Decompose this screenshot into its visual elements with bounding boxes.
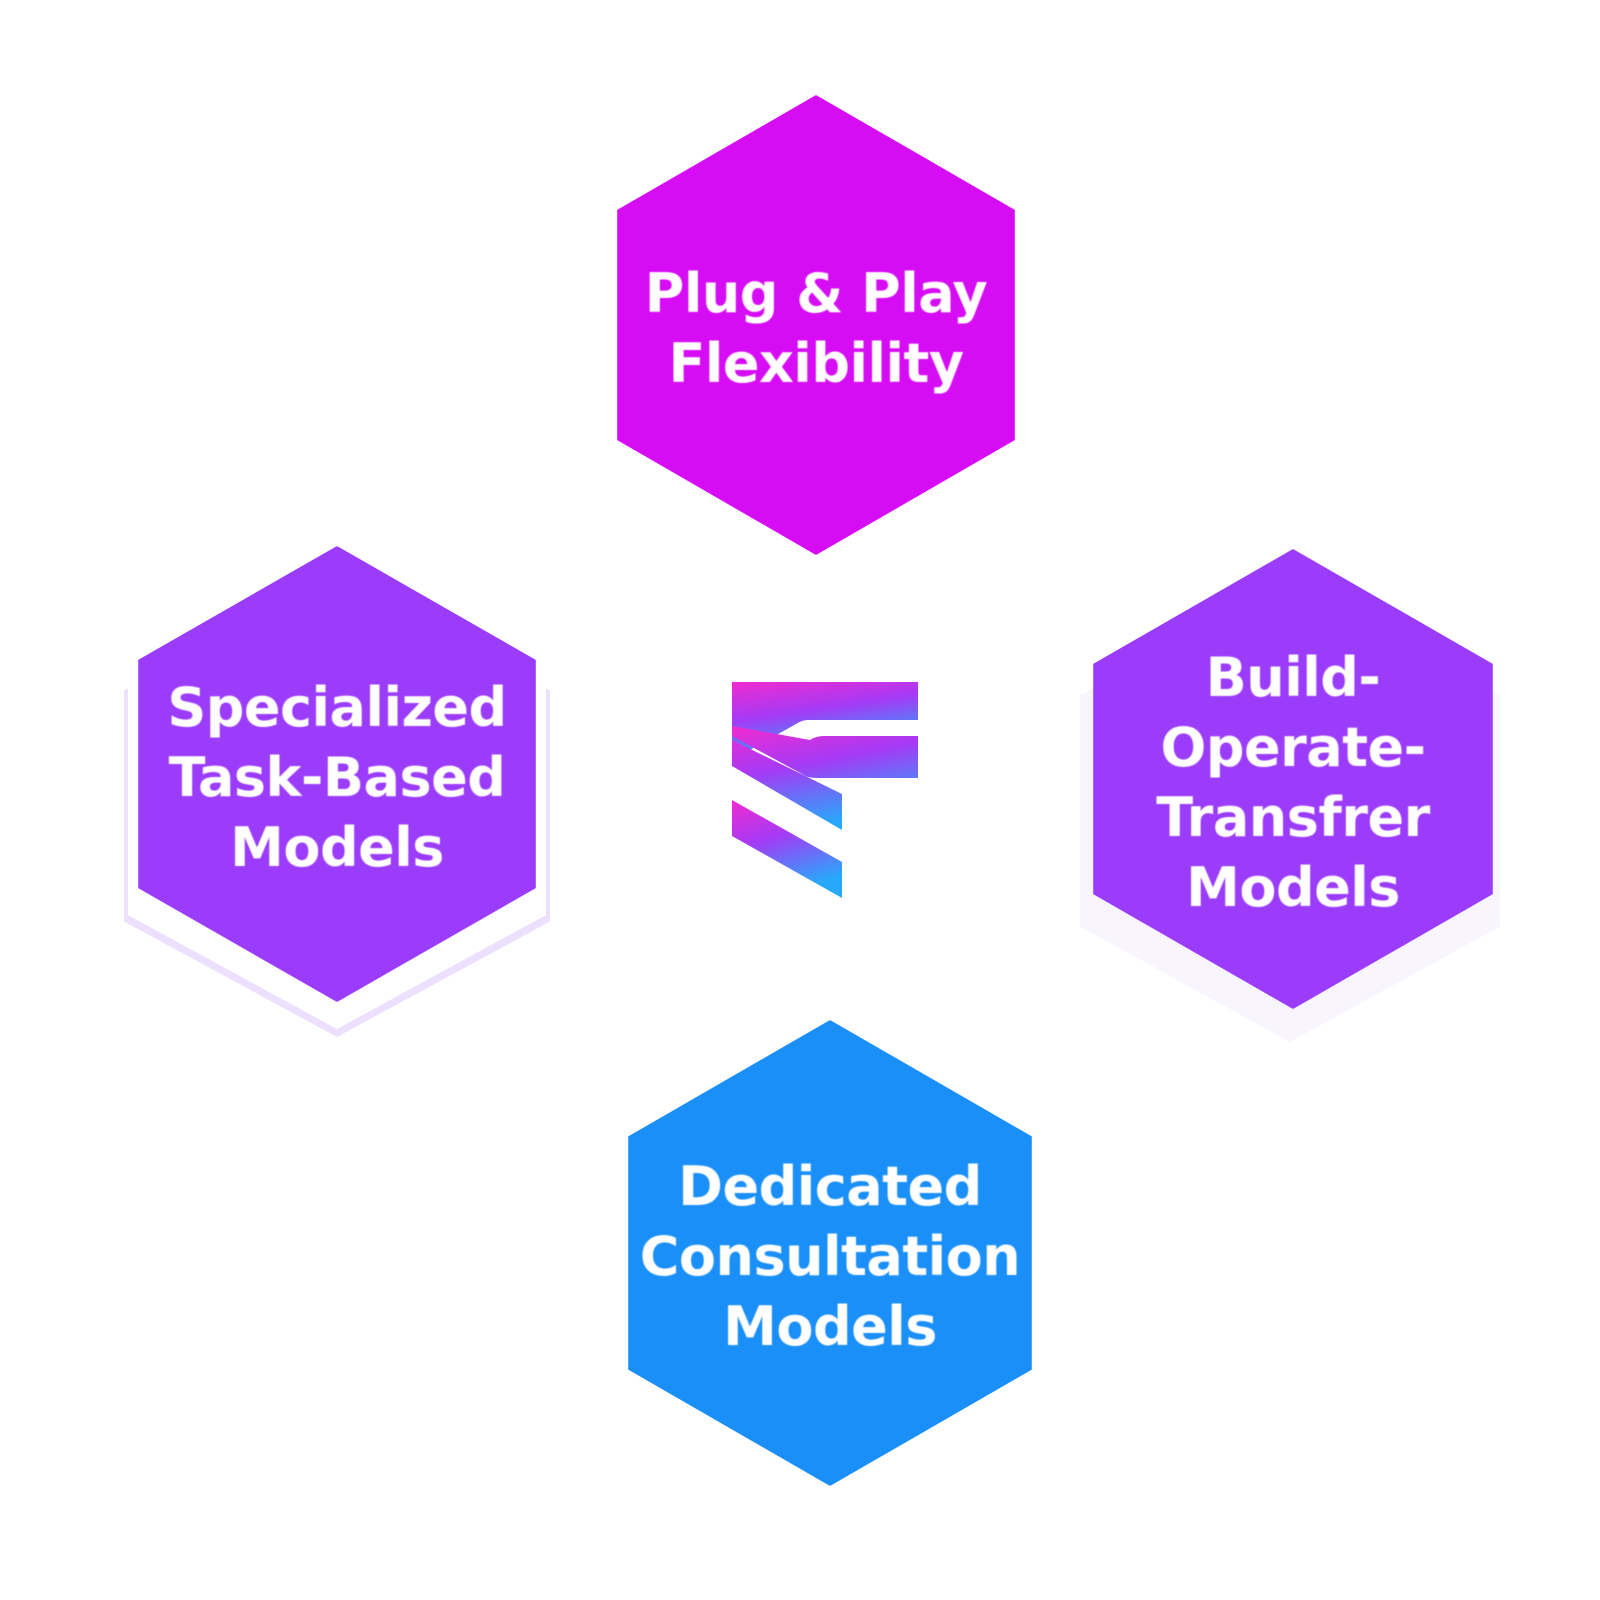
hexagon-dedicated-consultation: Dedicated Consultation Models bbox=[628, 1020, 1032, 1486]
hexagon-label: Plug & Play Flexibility bbox=[644, 262, 988, 395]
hexagon-plug-and-play: Plug & Play Flexibility bbox=[617, 95, 1015, 555]
logo-stripe-bottom bbox=[732, 800, 842, 898]
hexagon-label: Build-Operate- Transfrer Models bbox=[1156, 646, 1430, 919]
logo-stripe-middle bbox=[732, 726, 918, 830]
stacked-stripes-logo-icon bbox=[732, 682, 918, 898]
hexagon-label: Specialized Task-Based Models bbox=[167, 676, 507, 879]
hexagon-label: Dedicated Consultation Models bbox=[639, 1155, 1021, 1358]
logo-stripe-top bbox=[732, 682, 918, 760]
